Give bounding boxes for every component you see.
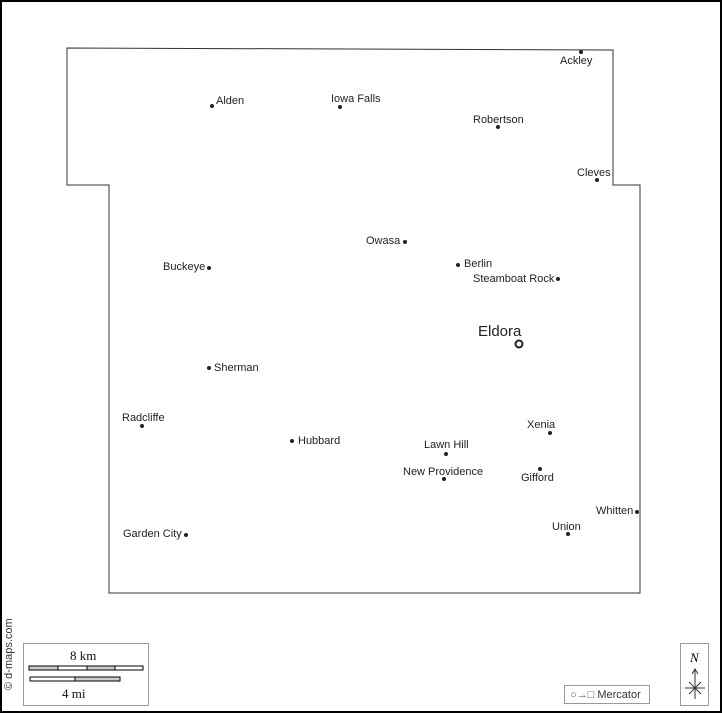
compass: N xyxy=(680,643,709,706)
town-dot xyxy=(444,452,448,456)
town-label: New Providence xyxy=(403,466,484,478)
town-label: Buckeye xyxy=(163,261,206,273)
credit-text: © d-maps.com xyxy=(3,618,15,690)
scale-mi-label: 4 mi xyxy=(62,686,86,701)
town-dot xyxy=(184,533,188,537)
town-label: Robertson xyxy=(473,114,524,126)
town-dot xyxy=(442,477,446,481)
town-dot xyxy=(579,50,583,54)
compass-rose-icon xyxy=(685,668,705,699)
town-dot xyxy=(290,439,294,443)
town-label: Owasa xyxy=(366,235,401,247)
town-label: Steamboat Rock xyxy=(473,273,555,285)
town-label: Garden City xyxy=(123,528,182,540)
town-dot xyxy=(140,424,144,428)
circle-to-square-icon: ○→□ xyxy=(570,689,595,701)
county-seat-label: Eldora xyxy=(478,323,522,340)
scale-km-label: 8 km xyxy=(70,648,97,663)
town-dot xyxy=(207,266,211,270)
town-dots xyxy=(140,50,639,537)
north-label: N xyxy=(690,650,699,665)
town-dot xyxy=(595,178,599,182)
scale-bar: 8 km 4 mi xyxy=(23,643,149,706)
town-label: Berlin xyxy=(464,258,493,270)
town-label: Radcliffe xyxy=(122,412,165,424)
town-dot xyxy=(403,240,407,244)
town-dot xyxy=(635,510,639,514)
town-label: Alden xyxy=(216,95,245,107)
town-dot xyxy=(538,467,542,471)
town-label: Lawn Hill xyxy=(424,439,469,451)
town-dot xyxy=(210,104,214,108)
county-border xyxy=(66,47,641,594)
projection-box: ○→□ Mercator xyxy=(564,685,650,704)
county-seat-marker xyxy=(514,339,524,349)
scale-bars xyxy=(28,665,144,682)
town-dot xyxy=(456,263,460,267)
town-label: Iowa Falls xyxy=(331,93,381,105)
town-label: Cleves xyxy=(577,167,611,179)
town-label: Ackley xyxy=(560,55,593,67)
town-label: Hubbard xyxy=(298,435,341,447)
town-dot xyxy=(556,277,560,281)
town-label: Sherman xyxy=(214,362,259,374)
town-label: Union xyxy=(552,521,581,533)
town-dot xyxy=(566,532,570,536)
town-dot xyxy=(548,431,552,435)
town-dot xyxy=(207,366,211,370)
town-label: Xenia xyxy=(527,419,556,431)
town-dot xyxy=(338,105,342,109)
town-label: Gifford xyxy=(521,472,554,484)
town-dot xyxy=(496,125,500,129)
town-label: Whitten xyxy=(596,505,634,517)
projection-label: Mercator xyxy=(597,689,641,701)
